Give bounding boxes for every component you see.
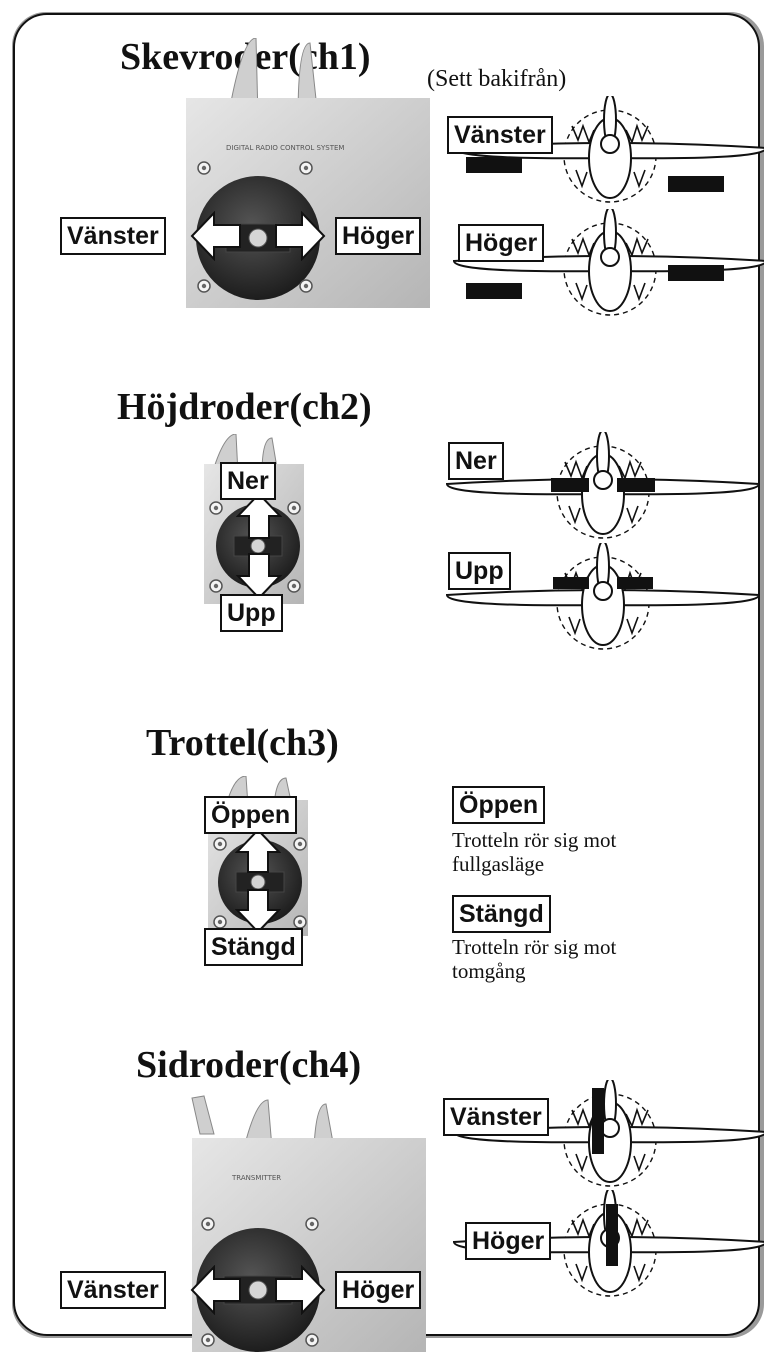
rudder-left-right-arrows bbox=[190, 1265, 326, 1315]
elevator-plane-down-label: Ner bbox=[448, 442, 504, 480]
elevator-plane-up-label: Upp bbox=[448, 552, 511, 590]
rudder-right-plane-diagram bbox=[453, 1190, 764, 1297]
aileron-left-right-arrows bbox=[190, 211, 326, 261]
elevator-down-plane-diagram bbox=[446, 432, 760, 539]
rudder-plane-left-label: Vänster bbox=[443, 1098, 549, 1136]
aileron-right-plane-diagram bbox=[453, 209, 764, 316]
throttle-stick-closed-label: Stängd bbox=[204, 928, 303, 966]
throttle-title: Trottel(ch3) bbox=[146, 722, 339, 764]
throttle-open-description: Trotteln rör sig mot fullgasläge bbox=[452, 828, 617, 876]
elevator-up-down-arrows bbox=[236, 492, 282, 600]
throttle-closed-description: Trotteln rör sig mot tomgång bbox=[452, 935, 617, 983]
throttle-up-down-arrows bbox=[235, 828, 281, 934]
svg-text:DIGITAL RADIO CONTROL SYSTEM: DIGITAL RADIO CONTROL SYSTEM bbox=[226, 144, 344, 152]
aileron-plane-right-label: Höger bbox=[458, 224, 545, 262]
rudder-left-plane-diagram bbox=[453, 1080, 764, 1187]
rudder-stick-left-label: Vänster bbox=[60, 1271, 166, 1309]
aileron-stick-right-label: Höger bbox=[335, 217, 422, 255]
rudder-stick-right-label: Höger bbox=[335, 1271, 422, 1309]
elevator-stick-up-label: Ner bbox=[220, 462, 276, 500]
aileron-stick-photo: DIGITAL RADIO CONTROL SYSTEM bbox=[186, 38, 430, 308]
elevator-up-plane-diagram bbox=[446, 543, 760, 650]
rudder-title: Sidroder(ch4) bbox=[136, 1044, 362, 1086]
throttle-closed-label: Stängd bbox=[452, 895, 551, 933]
aileron-left-plane-diagram bbox=[453, 96, 764, 203]
rudder-plane-right-label: Höger bbox=[465, 1222, 552, 1260]
aileron-stick-left-label: Vänster bbox=[60, 217, 166, 255]
elevator-stick-down-label: Upp bbox=[220, 594, 283, 632]
viewed-from-behind-note: (Sett bakifrån) bbox=[427, 66, 567, 92]
throttle-open-label: Öppen bbox=[452, 786, 546, 824]
elevator-title: Höjdroder(ch2) bbox=[117, 386, 372, 428]
throttle-stick-open-label: Öppen bbox=[204, 796, 298, 834]
svg-text:TRANSMITTER: TRANSMITTER bbox=[231, 1174, 281, 1182]
aileron-plane-left-label: Vänster bbox=[447, 116, 553, 154]
